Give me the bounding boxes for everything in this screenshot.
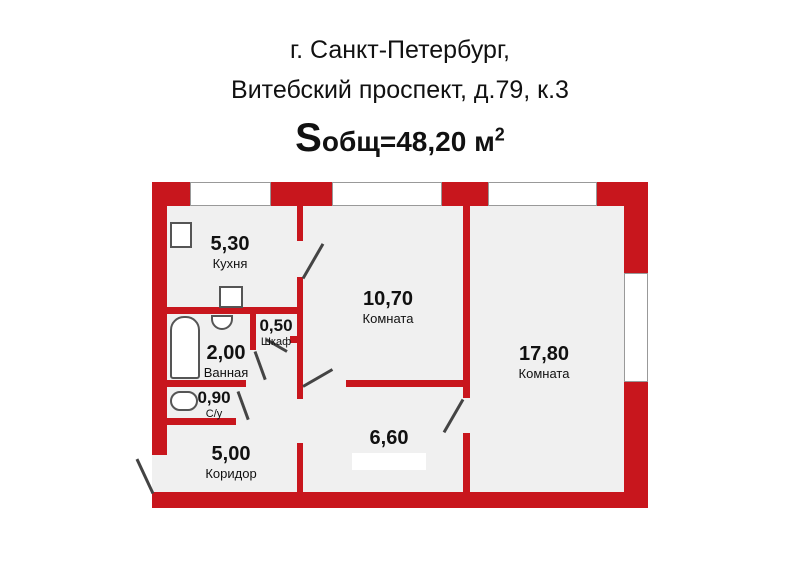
- total-area: Sобщ=48,20 м2: [0, 116, 800, 161]
- wall: [297, 443, 303, 495]
- stove-icon: [170, 222, 192, 248]
- room-area: 5,30: [210, 233, 250, 255]
- bathroom-sink-icon: [211, 315, 233, 330]
- address-line-2: Витебский проспект, д.79, к.3: [231, 76, 569, 104]
- wall: [166, 307, 303, 314]
- wall: [166, 380, 246, 387]
- outer-wall-left: [152, 182, 167, 455]
- window-kitchen: [190, 182, 271, 206]
- room-area: 0,90: [197, 388, 231, 407]
- area-symbol: S: [295, 116, 322, 160]
- window-room-2-top: [488, 182, 597, 206]
- toilet-icon: [170, 391, 198, 411]
- wall: [290, 336, 303, 343]
- room-area: 6,60: [369, 427, 409, 449]
- room-area: 0,50: [259, 316, 293, 335]
- room-area: 5,00: [211, 443, 251, 465]
- room-hall: 6,60: [370, 427, 409, 450]
- address-line-1: г. Санкт-Петербург,: [290, 36, 510, 64]
- room-name: С/у: [205, 408, 223, 420]
- bathtub-icon: [170, 316, 200, 379]
- label-blank: [352, 453, 426, 470]
- room-name: Комната: [518, 366, 570, 381]
- wall: [297, 206, 303, 241]
- area-value: общ=48,20 м: [321, 126, 495, 157]
- window-room-2-side: [624, 273, 648, 382]
- outer-wall-bottom: [152, 492, 648, 508]
- room-name: Ванная: [203, 365, 249, 380]
- wall: [166, 418, 236, 425]
- room-name: Коридор: [205, 466, 257, 481]
- wall: [346, 380, 470, 387]
- room-name: Шкаф: [260, 336, 292, 348]
- wall: [463, 433, 470, 495]
- area-unit-exponent: 2: [494, 124, 505, 145]
- room-name: Кухня: [212, 256, 248, 271]
- kitchen-sink-icon: [219, 286, 243, 308]
- room-area: 10,70: [362, 288, 414, 310]
- room-name: Комната: [362, 311, 414, 326]
- room-area: 17,80: [518, 343, 570, 365]
- window-room-1: [332, 182, 442, 206]
- wall: [463, 206, 470, 398]
- room-area: 2,00: [206, 342, 246, 364]
- wall: [250, 314, 256, 350]
